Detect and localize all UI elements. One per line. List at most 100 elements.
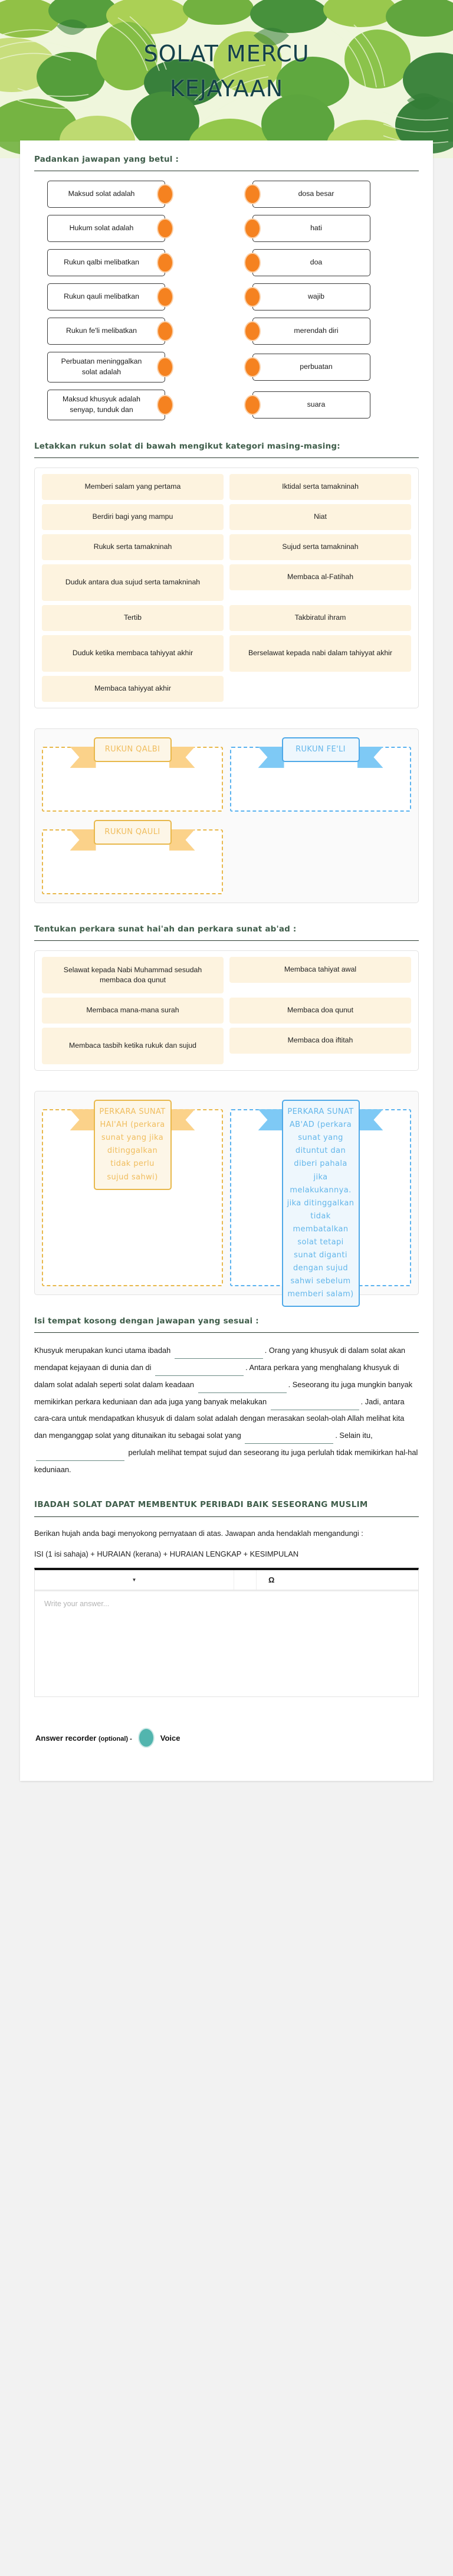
draggable-tile[interactable]: Membaca doa iftitah [229,1028,411,1054]
match-left-cell: Rukun qauli melibatkan [34,283,226,311]
editor-toolbar-divider [234,1570,257,1590]
match-left-cell: Maksud khusyuk adalah senyap, tunduk dan [34,389,226,420]
cloze-blank-input[interactable] [198,1381,287,1393]
match-connector-dot[interactable] [157,394,173,415]
match-connector-dot[interactable] [244,394,261,415]
draggable-tile[interactable]: Membaca al-Fatihah [229,564,411,590]
essay-exercise: IBADAH SOLAT DAPAT MEMBENTUK PERIBADI BA… [34,1499,419,1698]
header-banner: SOLAT MERCU KEJAYAAN [0,0,453,158]
ribbon-left-wing-icon [258,1109,284,1131]
drop-area[interactable] [42,829,223,894]
match-prompt-box[interactable]: Rukun qalbi melibatkan [47,249,165,277]
rich-text-editor[interactable]: ▼ Ω Write your answer... [34,1568,419,1698]
ribbon-wings [70,1109,195,1131]
matching-row: Hukum solat adalah hati [34,215,419,243]
cloze-exercise: Isi tempat kosong dengan jawapan yang se… [34,1315,419,1479]
match-answer-box[interactable]: wajib [252,283,370,311]
cloze-blank-input[interactable] [174,1347,263,1359]
draggable-tile[interactable]: Membaca doa qunut [229,998,411,1024]
worksheet-page: SOLAT MERCU KEJAYAAN Padankan jawapan ya… [0,0,453,1781]
matching-row: Maksud solat adalah dosa besar [34,181,419,208]
match-right-cell: hati [226,215,419,243]
rukun-dropzone-row-2: RUKUN QAULI [42,819,411,894]
matching-row: Rukun qalbi melibatkan doa [34,249,419,277]
cloze-blank-input[interactable] [245,1432,334,1444]
draggable-tile[interactable]: Iktidal serta tamakninah [229,473,411,500]
essay-title: IBADAH SOLAT DAPAT MEMBENTUK PERIBADI BA… [34,1499,368,1509]
match-connector-dot[interactable] [157,184,173,205]
matching-row: Perbuatan meninggalkan solat adalah perbu… [34,352,419,383]
rukun-dropzone-group: RUKUN QALBI RUKUN FE'LI [34,728,419,903]
draggable-tile[interactable]: Membaca tasbih ketika rukuk dan sujud [42,1028,224,1065]
dropzone-sunat-haiah[interactable]: PERKARA SUNAT HAI'AH (perkara sunat yang… [42,1100,223,1287]
dropzone-rukun-qalbi[interactable]: RUKUN QALBI [42,737,223,812]
match-answer-box[interactable]: merendah diri [252,318,370,345]
match-prompt-box[interactable]: Hukum solat adalah [47,215,165,243]
match-prompt-box[interactable]: Maksud khusyuk adalah senyap, tunduk dan [47,389,165,420]
draggable-tile[interactable]: Membaca tahiyyat akhir [42,675,224,702]
sunat-tile-pool: Selawat kepada Nabi Muhammad sesudah mem… [34,950,419,1071]
match-answer-box[interactable]: doa [252,249,370,277]
cloze-blank-input[interactable] [36,1449,124,1461]
essay-answer-input[interactable]: Write your answer... [35,1590,418,1696]
ribbon-sunat-haiah: PERKARA SUNAT HAI'AH (perkara sunat yang… [70,1100,172,1190]
match-prompt-box[interactable]: Rukun qauli melibatkan [47,283,165,311]
match-connector-dot[interactable] [244,218,261,239]
draggable-tile[interactable]: Takbiratul ihram [229,604,411,631]
cloze-blank-input[interactable] [270,1398,359,1410]
match-right-cell: perbuatan [226,354,419,381]
dropzone-rukun-feli[interactable]: RUKUN FE'LI [230,737,411,812]
match-prompt-box[interactable]: Maksud solat adalah [47,181,165,208]
match-connector-dot[interactable] [244,184,261,205]
match-answer-box[interactable]: suara [252,391,370,419]
draggable-tile[interactable]: Memberi salam yang pertama [42,473,224,500]
draggable-tile[interactable]: Membaca tahiyat awal [229,957,411,983]
matching-row: Rukun qauli melibatkan wajib [34,283,419,311]
match-prompt-box[interactable]: Perbuatan meninggalkan solat adalah [47,352,165,383]
match-connector-dot[interactable] [244,253,261,273]
ribbon-left-wing-icon [258,746,284,768]
match-right-cell: suara [226,391,419,419]
draggable-tile[interactable]: Berselawat kepada nabi dalam tahiyyat ak… [229,635,411,672]
worksheet-title: SOLAT MERCU KEJAYAAN [0,37,453,106]
recorder-label-text: Answer recorder [35,1733,97,1743]
draggable-tile[interactable]: Niat [229,504,411,530]
match-connector-dot[interactable] [157,287,173,308]
dropzone-sunat-abad[interactable]: PERKARA SUNAT AB'AD (perkara sunat yang … [230,1100,411,1307]
match-left-cell: Hukum solat adalah [34,215,226,243]
draggable-tile[interactable]: Selawat kepada Nabi Muhammad sesudah mem… [42,957,224,994]
heading-divider [34,940,419,942]
rukun-dropzones: RUKUN QALBI RUKUN FE'LI [34,728,419,903]
dropzone-rukun-qauli[interactable]: RUKUN QAULI [42,819,223,894]
ribbon-left-wing-icon [70,746,96,768]
draggable-tile[interactable]: Sujud serta tamakninah [229,534,411,560]
essay-format: ISI (1 isi sahaja) + HURAIAN (kerana) + … [34,1549,299,1559]
match-connector-dot[interactable] [244,287,261,308]
draggable-tile[interactable]: Berdiri bagi yang mampu [42,504,224,530]
draggable-tile[interactable]: Membaca mana-mana surah [42,998,224,1024]
cloze-blank-input[interactable] [155,1364,244,1377]
matching-heading: Padankan jawapan yang betul : [34,155,179,164]
match-answer-box[interactable]: perbuatan [252,354,370,381]
match-connector-dot[interactable] [157,218,173,239]
match-connector-dot[interactable] [244,357,261,378]
draggable-tile[interactable]: Duduk antara dua sujud serta tamakninah [42,564,224,601]
match-left-cell: Perbuatan meninggalkan solat adalah [34,352,226,383]
match-connector-dot[interactable] [157,321,173,342]
match-connector-dot[interactable] [244,321,261,342]
record-button-icon[interactable] [137,1728,155,1748]
draggable-tile[interactable]: Rukuk serta tamakninah [42,534,224,560]
match-connector-dot[interactable] [157,357,173,378]
match-answer-box[interactable]: hati [252,215,370,243]
worksheet-body: Padankan jawapan yang betul : Maksud sol… [20,140,433,1781]
ribbon-wings [258,1109,383,1131]
match-left-cell: Maksud solat adalah [34,181,226,208]
match-prompt-box[interactable]: Rukun fe'li melibatkan [47,318,165,345]
match-answer-box[interactable]: dosa besar [252,181,370,208]
draggable-tile[interactable]: Tertib [42,604,224,631]
editor-style-dropdown[interactable]: ▼ [35,1570,234,1590]
ribbon-label: RUKUN QALBI [93,737,172,762]
editor-special-character-button[interactable]: Ω [257,1570,418,1590]
match-connector-dot[interactable] [157,253,173,273]
draggable-tile[interactable]: Duduk ketika membaca tahiyyat akhir [42,635,224,672]
